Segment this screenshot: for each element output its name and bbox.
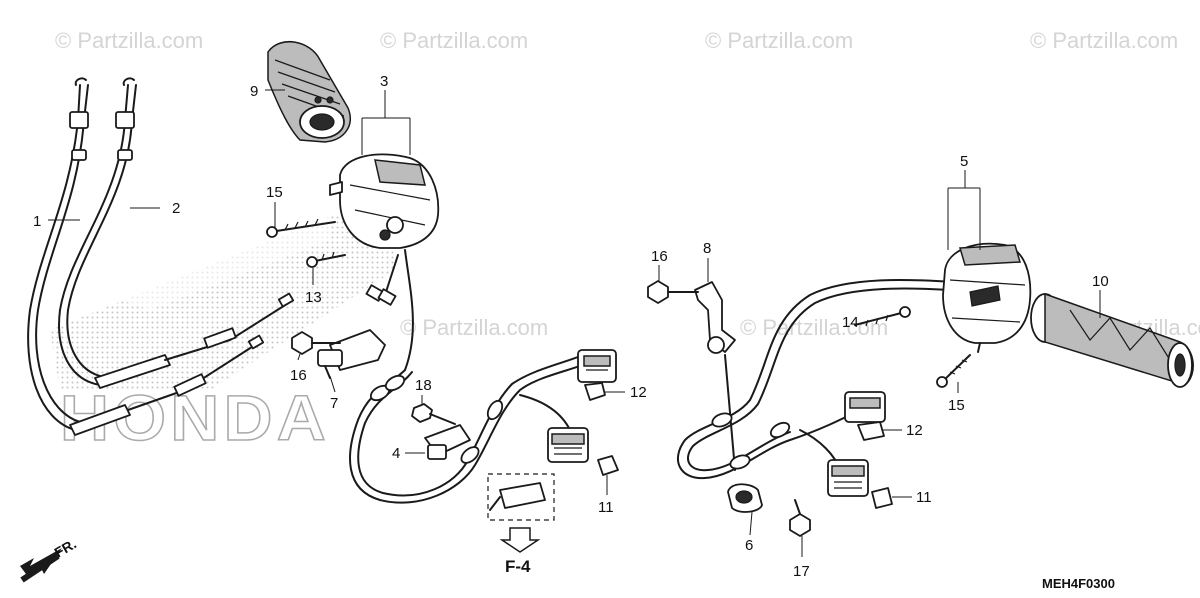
leader-lines xyxy=(48,89,1101,557)
reference-box: F-4 xyxy=(487,473,555,576)
callout-15: 15 xyxy=(948,397,965,414)
diagram-code: MEH4F0300 xyxy=(1042,576,1115,591)
callout-18: 18 xyxy=(415,377,432,394)
callout-13: 13 xyxy=(305,289,322,306)
callout-12: 12 xyxy=(630,384,647,401)
callout-16: 16 xyxy=(651,248,668,265)
watermark-text: © Partzilla.com xyxy=(380,28,528,53)
screw-15-right[interactable] xyxy=(936,354,971,388)
handle-grip-right[interactable] xyxy=(1030,292,1194,388)
clip-11-right[interactable] xyxy=(871,487,893,509)
connector-upper-left[interactable] xyxy=(577,349,617,383)
wire-harness-left[interactable] xyxy=(349,351,596,504)
watermarks: © Partzilla.com © Partzilla.com © Partzi… xyxy=(55,28,1200,340)
bracket-8[interactable] xyxy=(694,281,736,354)
callout-17: 17 xyxy=(793,563,810,580)
callout-14: 14 xyxy=(842,314,859,331)
reference-label: F-4 xyxy=(505,557,531,576)
callout-2: 2 xyxy=(172,200,180,217)
clutch-switch[interactable] xyxy=(317,329,386,379)
switch-housing-right[interactable] xyxy=(942,242,1032,353)
callout-16: 16 xyxy=(290,367,307,384)
callout-9: 9 xyxy=(250,83,258,100)
throttle-cable-1[interactable] xyxy=(27,77,121,431)
clip-12-right[interactable] xyxy=(857,421,885,441)
harness-clamp-6[interactable] xyxy=(727,483,763,513)
watermark-text: © Partzilla.com xyxy=(55,28,203,53)
watermark-text: © Partzilla.com xyxy=(740,315,888,340)
switch-housing-left[interactable] xyxy=(329,153,440,371)
callout-7: 7 xyxy=(330,395,338,412)
throttle-grip[interactable] xyxy=(267,41,351,143)
callouts: 1 2 3 4 5 6 7 8 9 10 11 11 12 12 13 14 1… xyxy=(33,73,1109,580)
harness-clamp-4[interactable] xyxy=(424,424,471,460)
callout-6: 6 xyxy=(745,537,753,554)
callout-1: 1 xyxy=(33,213,41,230)
cable-ends xyxy=(69,292,295,436)
callout-8: 8 xyxy=(703,240,711,257)
callout-5: 5 xyxy=(960,153,968,170)
clip-12-left[interactable] xyxy=(584,382,606,401)
screw-13[interactable] xyxy=(306,251,346,268)
watermark-text: © Partzilla.com xyxy=(1030,28,1178,53)
connector-lower-left[interactable] xyxy=(547,427,589,463)
wire-harness-right[interactable] xyxy=(676,278,956,480)
callout-3: 3 xyxy=(380,73,388,90)
bolt-16-right[interactable] xyxy=(647,280,699,304)
watermark-text: © Partzilla.com xyxy=(400,315,548,340)
callout-15: 15 xyxy=(266,184,283,201)
bolt-18[interactable] xyxy=(411,403,456,425)
callout-12: 12 xyxy=(906,422,923,439)
screw-15-left[interactable] xyxy=(266,218,336,238)
bolt-16-left[interactable] xyxy=(291,331,341,355)
callout-10: 10 xyxy=(1092,273,1109,290)
connector-upper-right[interactable] xyxy=(844,391,886,423)
honda-wing-logo: HONDA xyxy=(50,190,395,455)
callout-4: 4 xyxy=(392,445,400,462)
connector-lower-right[interactable] xyxy=(827,459,869,497)
front-direction-indicator: FR. xyxy=(20,535,79,583)
watermark-text: © Partzilla.com xyxy=(705,28,853,53)
throttle-cable-2[interactable] xyxy=(58,77,151,386)
callout-11: 11 xyxy=(598,499,614,516)
callout-11: 11 xyxy=(916,489,932,506)
clip-11-left[interactable] xyxy=(597,455,619,476)
screw-14[interactable] xyxy=(854,306,911,327)
bolt-17[interactable] xyxy=(789,499,811,537)
